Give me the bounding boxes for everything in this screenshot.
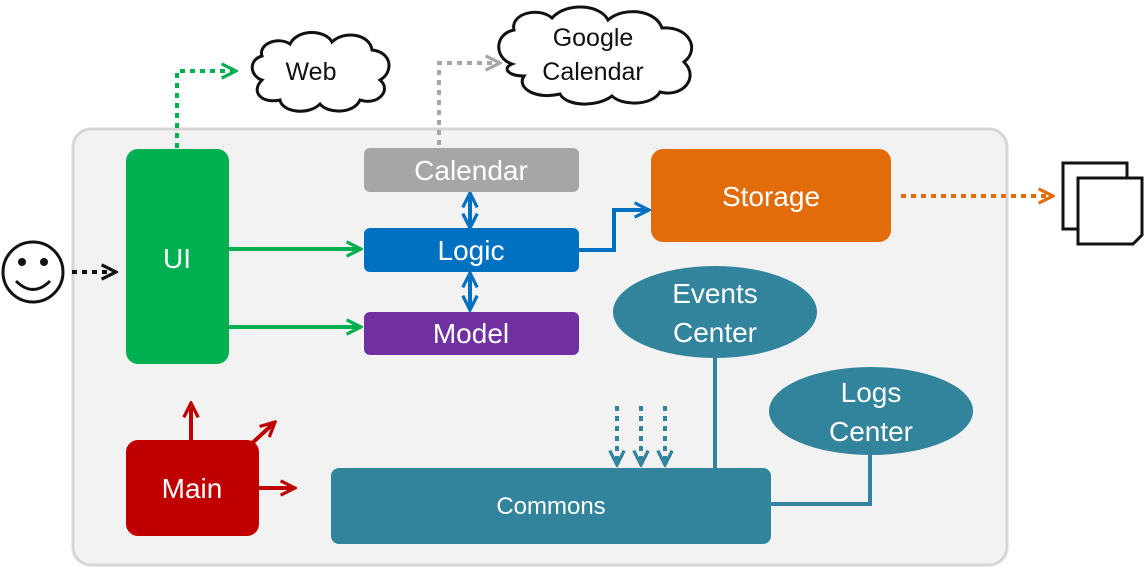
- files-icon: [1061, 161, 1144, 246]
- web-cloud: Web: [250, 31, 391, 113]
- calendar-component: Calendar: [364, 148, 579, 192]
- events-label-line1: Events: [672, 278, 758, 309]
- google-label-line1: Google: [553, 24, 634, 52]
- web-label: Web: [286, 58, 337, 86]
- events-label-line2: Center: [673, 317, 757, 348]
- commons-label: Commons: [496, 493, 605, 520]
- user-smiley-icon: [1, 240, 65, 304]
- arrow-calendar-to-google: [437, 63, 500, 145]
- connector-logs-commons: [771, 452, 872, 506]
- storage-component: Storage: [651, 149, 891, 242]
- google-label-line2: Calendar: [542, 58, 643, 86]
- arrow-logic-to-storage: [579, 210, 649, 252]
- calendar-label: Calendar: [414, 155, 528, 186]
- storage-label: Storage: [722, 181, 820, 212]
- logic-component: Logic: [364, 228, 579, 272]
- logic-label: Logic: [438, 235, 505, 266]
- main-component: Main: [126, 440, 259, 536]
- model-label: Model: [433, 318, 509, 349]
- main-label: Main: [162, 473, 223, 504]
- ui-label: UI: [163, 243, 191, 274]
- google-calendar-cloud: Google Calendar: [497, 5, 694, 106]
- model-component: Model: [364, 312, 579, 355]
- logs-label-line1: Logs: [841, 377, 902, 408]
- logs-center-component: Logs Center: [769, 367, 973, 455]
- commons-component: Commons: [331, 468, 771, 544]
- logs-label-line2: Center: [829, 416, 913, 447]
- events-center-component: Events Center: [613, 266, 817, 358]
- ui-component: UI: [126, 149, 229, 364]
